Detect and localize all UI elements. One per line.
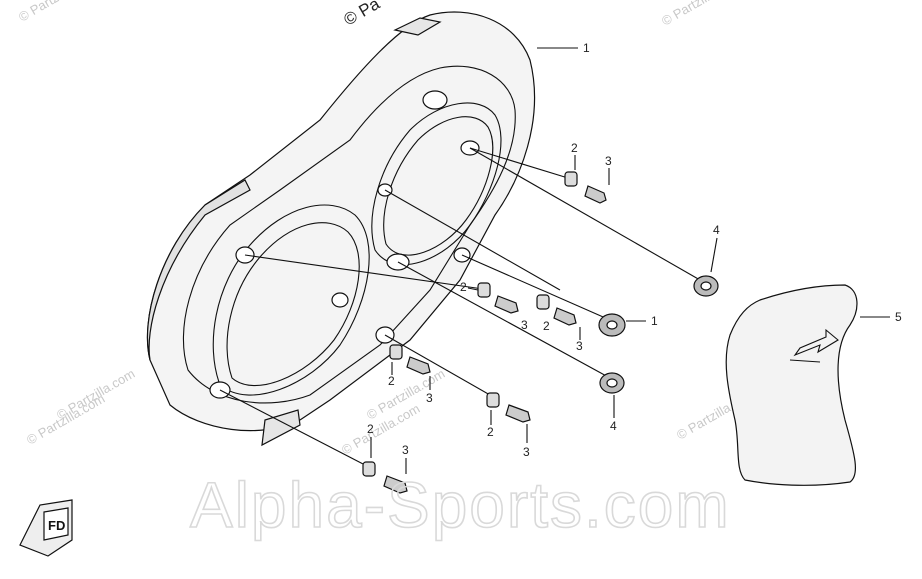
spacer-collars <box>362 171 578 477</box>
bolts <box>383 185 607 494</box>
site-watermark: Alpha-Sports.com <box>190 469 731 541</box>
watermark-bottom-left: © Partzilla.com <box>24 391 107 448</box>
spacer-2b <box>477 282 491 298</box>
callout-2-bottom: 2 <box>367 422 374 436</box>
fd-logo: FD <box>19 499 73 557</box>
crankcase-cover <box>146 11 536 447</box>
callout-2-top: 2 <box>571 141 578 155</box>
watermark-top-fragment: © Pa <box>341 0 384 29</box>
callout-3-bottom: 3 <box>402 443 409 457</box>
callout-3-lower: 3 <box>523 445 530 459</box>
callout-1-mid: 1 <box>651 314 658 328</box>
grommets <box>598 275 719 394</box>
fd-logo-text: FD <box>48 518 65 533</box>
spacer-2e <box>486 392 500 408</box>
leader-lines <box>219 47 701 466</box>
spacer-2d <box>389 344 403 360</box>
callout-2-lower: 2 <box>487 425 494 439</box>
callout-2-lower-left: 2 <box>388 374 395 388</box>
callout-labels: 1 2 3 4 5 2 2 3 3 1 2 3 2 3 4 2 3 <box>367 41 902 474</box>
callout-1-top: 1 <box>583 41 590 55</box>
emblem-plate <box>725 284 858 486</box>
callout-3-mid-right: 3 <box>576 339 583 353</box>
callout-2-mid-left: 2 <box>460 280 467 294</box>
spacer-2c <box>536 294 550 310</box>
watermark-top-left: © Partzilla.com <box>16 0 99 25</box>
spacer-2f <box>362 461 376 477</box>
callout-5: 5 <box>895 310 902 324</box>
watermark-top-right: © Partzilla.com <box>659 0 742 29</box>
callout-4-lower: 4 <box>610 419 617 433</box>
callout-3-top: 3 <box>605 154 612 168</box>
callout-3-mid: 3 <box>521 318 528 332</box>
callout-2-mid: 2 <box>543 319 550 333</box>
spacer-2a <box>564 171 578 187</box>
callout-3-lower-left: 3 <box>426 391 433 405</box>
callout-4-top: 4 <box>713 223 720 237</box>
